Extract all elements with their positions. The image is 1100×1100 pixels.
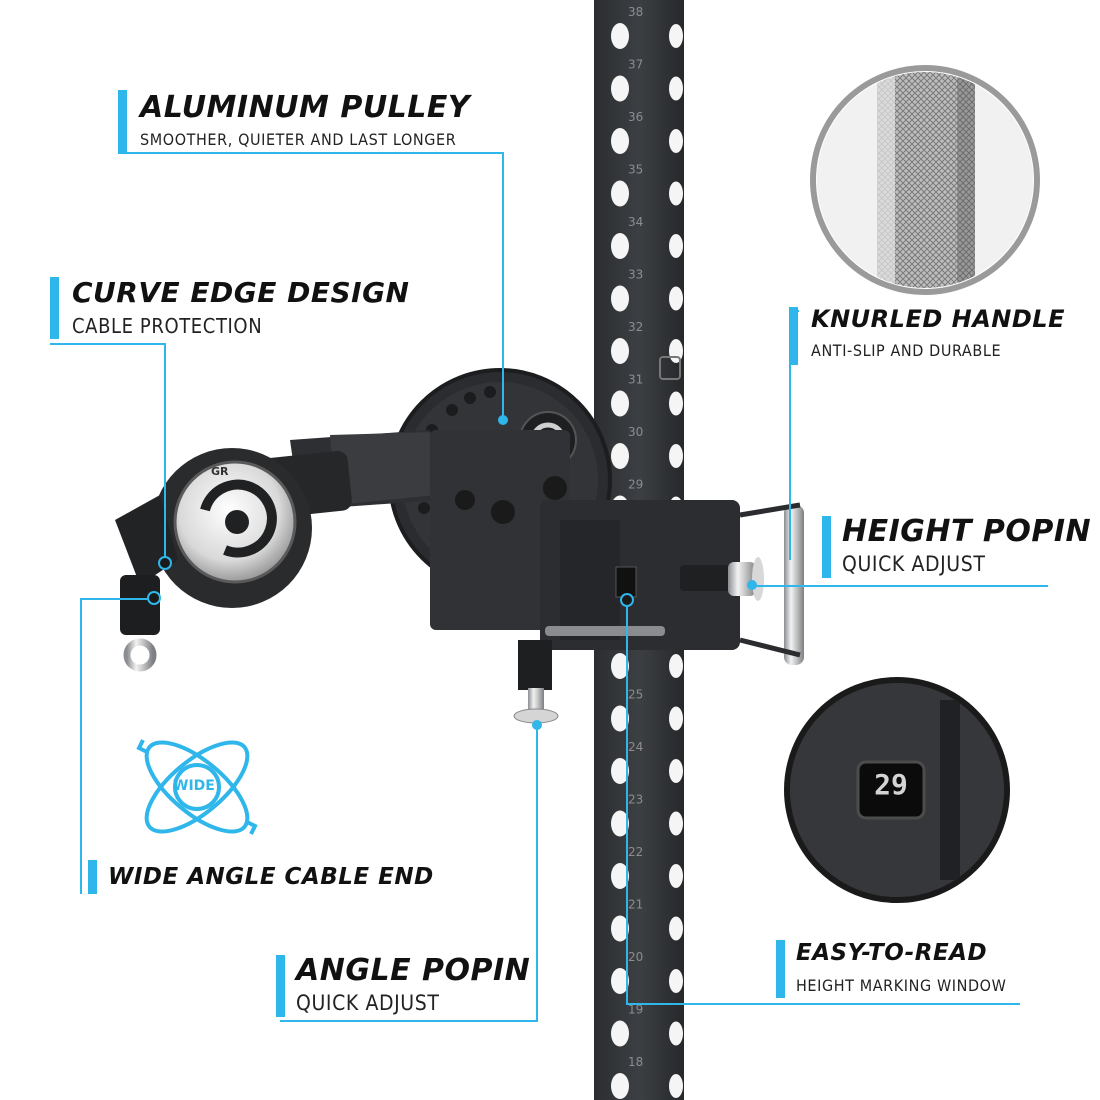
angle-popin-title: ANGLE POPIN — [296, 953, 531, 988]
height-popin-title: HEIGHT POPIN — [842, 514, 1092, 549]
upright-hole — [611, 285, 629, 312]
upright-number-label: 24 — [628, 740, 643, 754]
upright-hole — [611, 968, 629, 994]
upright-number-label: 22 — [628, 845, 643, 859]
curve-edge-guard — [115, 448, 312, 672]
easy-read-subtitle: HEIGHT MARKING WINDOW — [796, 976, 1007, 995]
upright-hole — [611, 390, 629, 417]
upright-hole — [611, 338, 629, 364]
accent-bar — [276, 955, 285, 1017]
upright-hole — [669, 444, 683, 468]
upright-hole — [669, 24, 683, 48]
upright-number-label: 18 — [628, 1055, 643, 1069]
leader-curve-edge — [50, 343, 165, 345]
height-window-inset — [784, 677, 1010, 903]
upright-hole — [611, 1073, 629, 1099]
upright-hole — [611, 443, 629, 469]
upright-hole — [669, 1074, 683, 1098]
upright-hole — [669, 181, 683, 206]
upright-hole — [669, 129, 683, 153]
upright-hole — [611, 128, 629, 154]
leader-aluminum-pulley — [118, 152, 503, 154]
upright-hole — [669, 286, 683, 311]
wide-angle-icon — [136, 739, 258, 835]
height-popin-subtitle: QUICK ADJUST — [842, 552, 986, 576]
upright-hole — [669, 1021, 683, 1046]
upright-number-label: 21 — [628, 898, 643, 912]
upright-number-label: 34 — [628, 215, 643, 229]
upright-hole — [611, 915, 629, 942]
upright-number-label: 38 — [628, 5, 643, 19]
leader-height-popin — [752, 585, 1048, 587]
upright-hole — [611, 705, 629, 732]
leader-wide-angle — [80, 598, 154, 600]
accent-bar — [776, 940, 785, 998]
leader-easy-read — [626, 600, 628, 1005]
upright-hole — [669, 706, 683, 731]
accent-bar — [789, 307, 798, 365]
upright-number-label: 25 — [628, 688, 643, 702]
accent-bar — [88, 860, 97, 894]
upright-number-label: 19 — [628, 1003, 643, 1017]
upright-number-label: 31 — [628, 373, 643, 387]
angle-popin-subtitle: QUICK ADJUST — [296, 991, 440, 1015]
upright-number-label: 30 — [628, 425, 643, 439]
brand-mark: GR — [211, 465, 229, 478]
upright-number-label: 23 — [628, 793, 643, 807]
aluminum-pulley-title: ALUMINUM PULLEY — [140, 90, 471, 125]
upright-hole — [611, 758, 629, 784]
knurled-handle-title: KNURLED HANDLE — [811, 305, 1065, 333]
wide-angle-title: WIDE ANGLE CABLE END — [108, 864, 434, 890]
curve-edge-subtitle: CABLE PROTECTION — [72, 314, 263, 338]
upright-hole — [669, 654, 683, 678]
easy-read-title: EASY-TO-READ — [796, 940, 988, 966]
upright-number-label: 29 — [628, 478, 643, 492]
upright-hole — [669, 916, 683, 941]
upright-hole — [669, 391, 683, 416]
aluminum-pulley-subtitle: SMOOTHER, QUIETER AND LAST LONGER — [140, 130, 457, 149]
upright-hole — [611, 180, 629, 207]
upright-hole — [669, 969, 683, 993]
upright-hole — [669, 234, 683, 258]
upright-number-label: 36 — [628, 110, 643, 124]
leader-angle-popin — [536, 725, 538, 1022]
knurled-handle-subtitle: ANTI-SLIP AND DURABLE — [811, 341, 1002, 360]
curve-edge-title: CURVE EDGE DESIGN — [72, 276, 410, 309]
wide-angle-icon-label: WIDE — [173, 778, 215, 794]
upright-number-label: 37 — [628, 58, 643, 72]
upright-number-label: 35 — [628, 163, 643, 177]
upright-hole — [669, 864, 683, 888]
accent-bar — [50, 277, 59, 339]
upright-number-label: 20 — [628, 950, 643, 964]
window-number: 29 — [874, 768, 908, 801]
upright-hole — [611, 653, 629, 679]
accent-bar — [118, 90, 127, 152]
mount-bracket — [430, 430, 740, 650]
accent-bar — [822, 516, 831, 578]
upright-number-label: 33 — [628, 268, 643, 282]
upright-hole — [669, 811, 683, 836]
upright-hole — [669, 76, 683, 101]
upright-hole — [611, 863, 629, 889]
upright-hole — [669, 759, 683, 783]
knurled-handle-inset — [810, 65, 1040, 295]
upright-number-label: 32 — [628, 320, 643, 334]
upright-hole — [611, 810, 629, 837]
upright-hole — [611, 233, 629, 259]
leader-knurled-handle — [789, 310, 791, 560]
upright-hole — [611, 23, 629, 49]
upright-hole — [611, 75, 629, 102]
angle-popin-knob — [513, 640, 559, 724]
upright-hole — [611, 1020, 629, 1047]
